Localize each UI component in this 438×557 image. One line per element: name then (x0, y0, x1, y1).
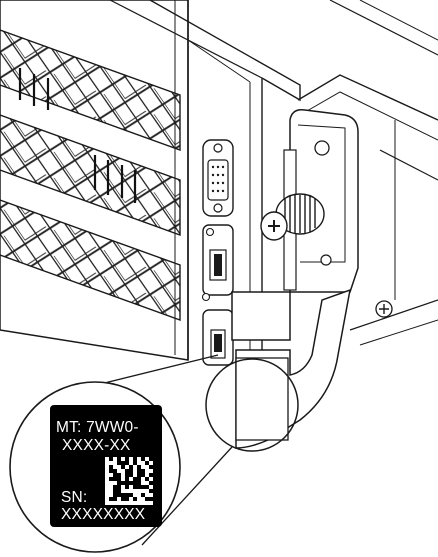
barcode-module (137, 461, 141, 465)
barcode-module (105, 477, 109, 481)
barcode-module (137, 501, 141, 505)
barcode-module (149, 493, 153, 497)
barcode-module (129, 477, 133, 481)
barcode-module (145, 481, 149, 485)
barcode-module (105, 501, 109, 505)
usb-port-lower (201, 292, 234, 366)
barcode-module (113, 481, 117, 485)
barcode-module (113, 465, 117, 469)
barcode-module (105, 473, 109, 477)
barcode-module (125, 489, 129, 493)
pull-handle (235, 288, 351, 449)
server-bezel (0, 0, 189, 361)
thumbscrew (260, 149, 325, 291)
barcode-module (149, 501, 153, 505)
barcode-module (145, 493, 149, 497)
barcode-module (149, 469, 153, 473)
data-matrix-barcode (105, 457, 153, 505)
machine-type-line-2: XXXX-XX (62, 437, 131, 454)
barcode-module (109, 493, 113, 497)
bezel-grille-row-1 (0, 29, 181, 151)
barcode-module (109, 473, 113, 477)
barcode-module (121, 469, 125, 473)
barcode-module (125, 501, 129, 505)
barcode-module (141, 501, 145, 505)
barcode-module (137, 497, 141, 501)
barcode-module (105, 481, 109, 485)
barcode-module (105, 485, 109, 489)
barcode-module (145, 501, 149, 505)
barcode-module (149, 477, 153, 481)
barcode-module (141, 465, 145, 469)
machine-type-line-1: MT: 7WW0- (56, 419, 139, 436)
barcode-module (109, 489, 113, 493)
barcode-module (133, 501, 137, 505)
barcode-module (105, 465, 109, 469)
barcode-module (129, 501, 133, 505)
barcode-module (105, 469, 109, 473)
barcode-module (125, 465, 129, 469)
barcode-module (109, 481, 113, 485)
barcode-module (121, 477, 125, 481)
barcode-module (109, 461, 113, 465)
barcode-module (113, 461, 117, 465)
barcode-module (105, 493, 109, 497)
barcode-module (141, 489, 145, 493)
barcode-module (149, 485, 153, 489)
barcode-module (105, 457, 109, 461)
barcode-module (137, 489, 141, 493)
barcode-module (113, 501, 117, 505)
barcode-module (105, 497, 109, 501)
barcode-module (129, 457, 133, 461)
barcode-module (121, 485, 125, 489)
barcode-module (109, 485, 113, 489)
barcode-module (117, 501, 121, 505)
barcode-module (133, 493, 137, 497)
barcode-module (121, 501, 125, 505)
barcode-module (141, 497, 145, 501)
serial-number-line-2: XXXXXXXX (61, 506, 146, 523)
vga-port (202, 139, 234, 217)
bezel-grille-row-2 (0, 114, 181, 236)
barcode-module (145, 457, 149, 461)
barcode-module (121, 473, 125, 477)
barcode-module (141, 461, 145, 465)
barcode-module (105, 489, 109, 493)
rack-rail (297, 0, 438, 346)
barcode-module (133, 489, 137, 493)
barcode-module (145, 473, 149, 477)
barcode-module (133, 465, 137, 469)
barcode-module (129, 497, 133, 501)
barcode-module (117, 497, 121, 501)
barcode-module (145, 469, 149, 473)
barcode-module (129, 489, 133, 493)
serial-number-label: MT: 7WW0- XXXX-XX SN: XXXXXXXX (50, 405, 162, 527)
barcode-module (133, 473, 137, 477)
barcode-module (121, 489, 125, 493)
barcode-module (141, 477, 145, 481)
barcode-module (141, 481, 145, 485)
barcode-module (145, 489, 149, 493)
barcode-module (149, 461, 153, 465)
rail-screw (375, 300, 393, 318)
usb-port-upper (202, 224, 234, 296)
bezel-grille-row-3 (0, 199, 181, 321)
barcode-module (133, 469, 137, 473)
barcode-module (117, 465, 121, 469)
barcode-module (117, 469, 121, 473)
barcode-module (129, 485, 133, 489)
barcode-module (137, 457, 141, 461)
barcode-module (113, 457, 117, 461)
barcode-module (109, 501, 113, 505)
barcode-module (145, 465, 149, 469)
serial-number-line-1: SN: (61, 489, 87, 506)
barcode-module (129, 461, 133, 465)
barcode-module (105, 461, 109, 465)
barcode-module (121, 457, 125, 461)
barcode-module (137, 493, 141, 497)
